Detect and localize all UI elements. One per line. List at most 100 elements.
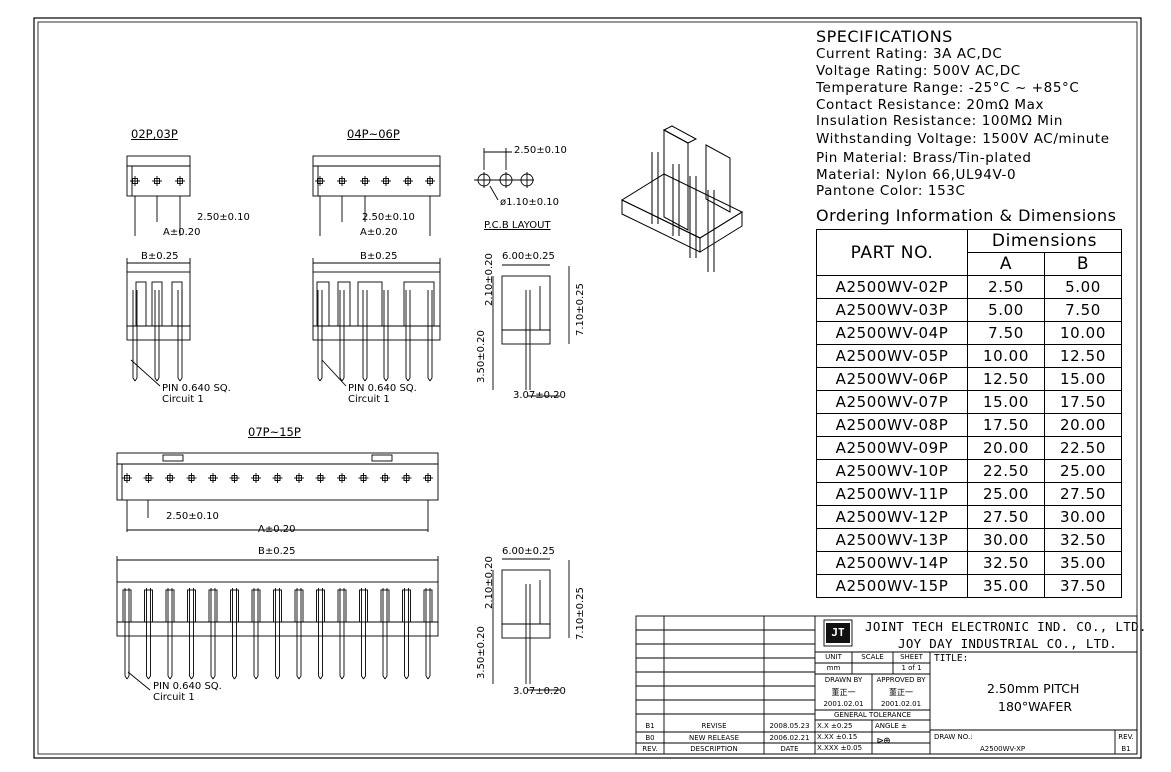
header-a: A [967, 252, 1045, 276]
sheet-value: 1 of 1 [901, 664, 922, 672]
spec-line: Temperature Range: -25°C ~ +85°C [816, 80, 1080, 96]
pitch-label-v3: 2.50±0.10 [166, 511, 219, 522]
table-cell-part: A2500WV-06P [816, 367, 968, 391]
header-dimensions: Dimensions [967, 229, 1122, 253]
drawn-date: 2001.02.01 [823, 700, 864, 708]
table-cell-b: 32.50 [1044, 528, 1122, 552]
circuit-note-v3: Circuit 1 [153, 692, 195, 703]
approved-name: 董正一 [889, 688, 913, 697]
side-view-1 [492, 264, 570, 397]
side-h3-1: 3.50±0.20 [476, 330, 487, 383]
table-cell-part: A2500WV-12P [816, 505, 968, 529]
table-cell-b: 10.00 [1044, 321, 1122, 345]
view-02p-front [126, 258, 191, 387]
table-cell-a: 27.50 [967, 505, 1045, 529]
company-logo: JT [826, 623, 850, 643]
side-foot-2: 3.07±0.20 [513, 686, 566, 697]
table-cell-b: 7.50 [1044, 298, 1122, 322]
table-cell-part: A2500WV-05P [816, 344, 968, 368]
drawn-by-label: DRAWN BY [824, 676, 863, 684]
scale-label: SCALE [861, 653, 884, 661]
pitch-label-v1: 2.50±0.10 [197, 212, 250, 223]
company-name-2: JOY DAY INDUSTRIAL CO., LTD. [898, 636, 1118, 651]
side-foot-1: 3.07±0.20 [513, 390, 566, 401]
view-07p-front [116, 556, 439, 691]
table-cell-a: 22.50 [967, 459, 1045, 483]
tolerance-2: X.XX ±0.15 [817, 733, 858, 741]
pcb-title: P.C.B LAYOUT [484, 220, 551, 231]
dim-a-v2: A±0.20 [360, 227, 398, 238]
side-h1-2: 2.10±0.20 [484, 556, 495, 609]
col-rev: REV. [642, 745, 658, 753]
table-cell-a: 35.00 [967, 574, 1045, 598]
spec-line: Voltage Rating: 500V AC,DC [816, 63, 1021, 79]
table-cell-a: 17.50 [967, 413, 1045, 437]
dim-b-v2: B±0.25 [360, 251, 398, 262]
side-view-2 [492, 558, 570, 691]
dim-a-v1: A±0.20 [163, 227, 201, 238]
view-title-02p: 02P,03P [131, 127, 178, 141]
drawno-value: A2500WV-XP [980, 745, 1026, 753]
pcb-hole: ø1.10±0.10 [500, 197, 560, 208]
tolerance-3: X.XXX ±0.05 [817, 744, 863, 752]
view-07p-top [116, 452, 439, 532]
table-cell-b: 20.00 [1044, 413, 1122, 437]
side-width-1: 6.00±0.25 [502, 251, 555, 262]
dim-a-v3: A±0.20 [258, 524, 296, 535]
spec-line: Material: Nylon 66,UL94V-0 [816, 167, 1017, 183]
table-cell-a: 30.00 [967, 528, 1045, 552]
table-cell-part: A2500WV-15P [816, 574, 968, 598]
dim-b-v1: B±0.25 [141, 251, 179, 262]
table-cell-b: 25.00 [1044, 459, 1122, 483]
table-cell-b: 15.00 [1044, 367, 1122, 391]
outer-border [33, 17, 1142, 759]
title-line-1: 2.50mm PITCH [987, 681, 1080, 696]
side-h1-1: 2.10±0.20 [484, 253, 495, 306]
circuit-note-v2: Circuit 1 [348, 394, 390, 405]
view-title-04p: 04P~06P [347, 127, 400, 141]
tolerance-1: X.X ±0.25 [817, 722, 853, 730]
pcb-pitch: 2.50±0.10 [514, 145, 567, 156]
table-cell-a: 12.50 [967, 367, 1045, 391]
sheet-label: SHEET [900, 653, 923, 661]
spec-line: Pantone Color: 153C [816, 183, 966, 199]
rev-row-desc: REVISE [701, 722, 727, 730]
rev-row-rev: B0 [645, 734, 655, 742]
col-date: DATE [780, 745, 799, 753]
inner-border [37, 21, 1138, 755]
header-part-no: PART NO. [816, 229, 968, 276]
rev-row-date: 2006.02.21 [769, 734, 810, 742]
approved-by-label: APPROVED BY [876, 676, 926, 684]
unit-value: mm [826, 664, 841, 672]
table-cell-a: 15.00 [967, 390, 1045, 414]
spec-line: Contact Resistance: 20mΩ Max [816, 97, 1045, 113]
ordering-title: Ordering Information & Dimensions [816, 206, 1117, 225]
tolerance-label: GENERAL TOLERANCE [833, 711, 912, 719]
view-title-07p: 07P~15P [248, 425, 301, 439]
table-cell-b: 5.00 [1044, 275, 1122, 299]
header-b: B [1044, 252, 1122, 276]
rev-row-rev: B1 [645, 722, 655, 730]
angle-label: ANGLE ± [875, 722, 907, 730]
spec-line: Current Rating: 3A AC,DC [816, 46, 1003, 62]
table-cell-b: 35.00 [1044, 551, 1122, 575]
side-width-2: 6.00±0.25 [502, 546, 555, 557]
col-desc: DESCRIPTION [690, 745, 738, 753]
spec-line: Pin Material: Brass/Tin-plated [816, 150, 1032, 166]
table-cell-part: A2500WV-03P [816, 298, 968, 322]
side-h2-1: 7.10±0.25 [575, 283, 586, 336]
side-h3-2: 3.50±0.20 [476, 626, 487, 679]
table-cell-part: A2500WV-11P [816, 482, 968, 506]
dim-b-v3: B±0.25 [258, 546, 296, 557]
table-cell-part: A2500WV-14P [816, 551, 968, 575]
